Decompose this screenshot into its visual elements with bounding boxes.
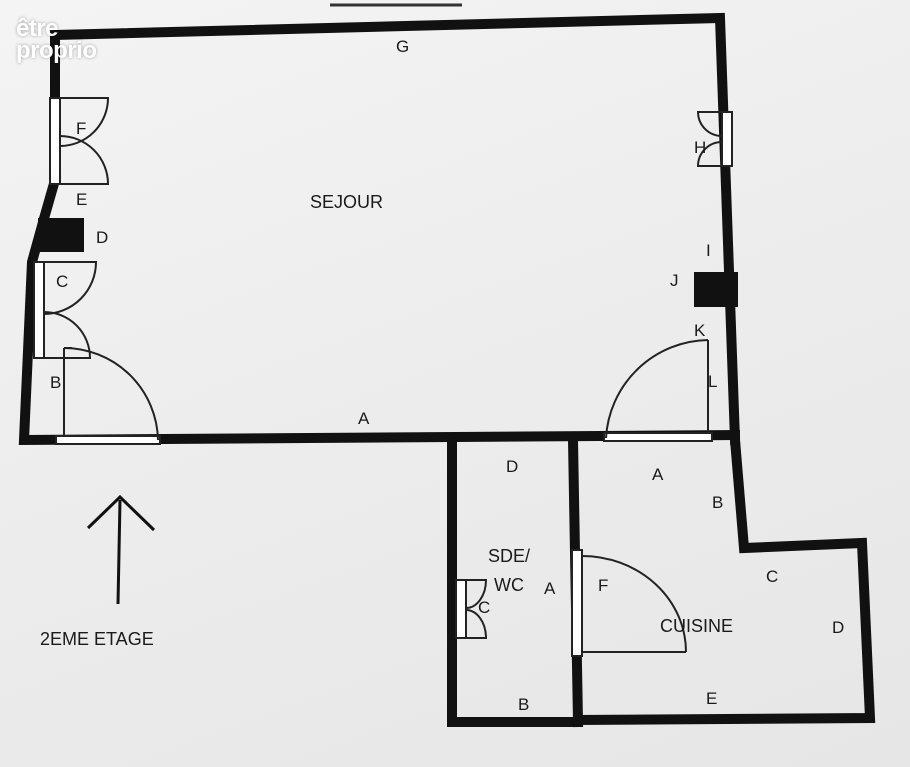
room-label-cuisine: CUISINE xyxy=(660,616,733,636)
cuisine-wall-label-c: C xyxy=(766,567,778,586)
cuisine-wall-label-f: F xyxy=(598,576,608,595)
sde-wall-label-c: C xyxy=(478,598,490,617)
wall-label-e: E xyxy=(76,190,87,209)
wall-label-d: D xyxy=(96,228,108,247)
room-label-sde-line1: SDE/ xyxy=(488,546,530,566)
watermark-line-1: être xyxy=(16,15,59,42)
wall-label-h: H xyxy=(694,138,706,157)
cuisine-wall-label-e: E xyxy=(706,689,717,708)
sde-wall-label-b: B xyxy=(518,695,529,714)
column-block-j xyxy=(694,272,738,307)
door-to-kitchen xyxy=(603,339,713,442)
entry-door-left xyxy=(55,347,161,445)
window-sde-c xyxy=(455,579,488,639)
watermark-line-2: proprio xyxy=(16,37,97,64)
wall-label-g: G xyxy=(396,37,409,56)
wall-label-a: A xyxy=(358,409,370,428)
floor-label: 2EME ETAGE xyxy=(40,629,154,649)
wall-label-f: F xyxy=(76,119,86,138)
cuisine-walls xyxy=(572,434,876,726)
wall-label-b: B xyxy=(50,373,61,392)
wall-label-l: L xyxy=(708,372,717,391)
north-arrow xyxy=(86,494,156,605)
column-block-d xyxy=(38,218,84,252)
wall-label-k: K xyxy=(694,321,706,340)
wall-label-j: J xyxy=(670,271,679,290)
window-c xyxy=(33,261,98,359)
cuisine-wall-label-d: D xyxy=(832,618,844,637)
cuisine-wall-label-b: B xyxy=(712,493,723,512)
wall-label-c: C xyxy=(56,272,68,291)
cuisine-wall-label-a: A xyxy=(652,465,664,484)
sde-wall-label-a: A xyxy=(544,579,556,598)
room-label-sde-line2: WC xyxy=(494,575,524,595)
site-logo-watermark: être proprio xyxy=(16,15,97,64)
sde-wall-label-d: D xyxy=(506,457,518,476)
kitchen-door-f xyxy=(571,549,687,657)
wall-label-i: I xyxy=(706,241,711,260)
window-f xyxy=(49,97,110,185)
window-h xyxy=(696,111,733,167)
room-label-sejour: SEJOUR xyxy=(310,192,383,212)
